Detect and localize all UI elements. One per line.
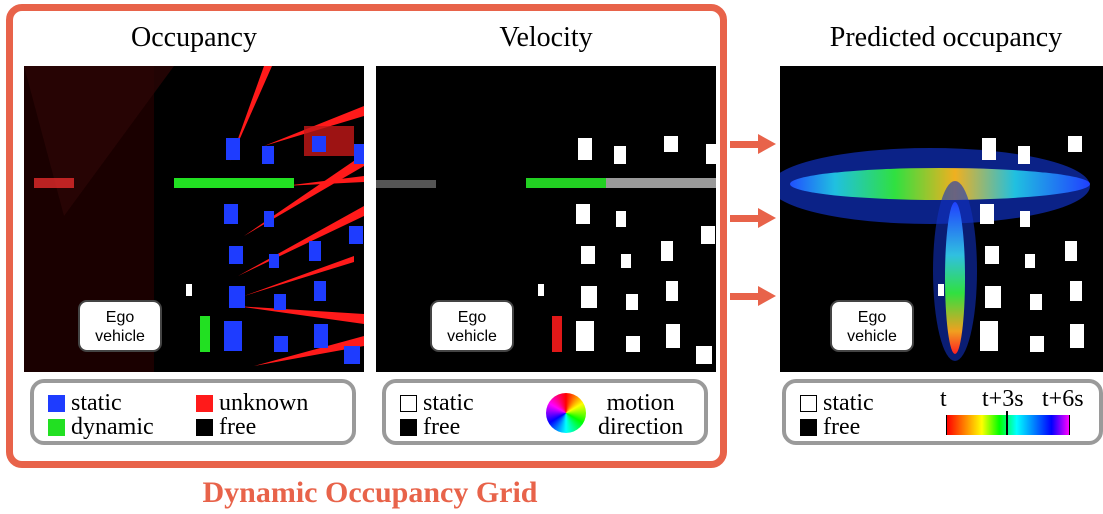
dynamic-swatch (48, 418, 65, 436)
callout-line-2: vehicle (447, 328, 497, 345)
predicted-legend: static free t t+3s t+6s (782, 379, 1103, 445)
legend-static: static (400, 391, 474, 415)
legend-direction-label: direction (598, 414, 684, 440)
occupancy-legend: static dynamic unknown free (30, 379, 356, 445)
occupancy-grid-image (24, 66, 364, 372)
time-label-t: t (940, 386, 947, 412)
legend-static-label: static (71, 390, 122, 416)
dynamic-occupancy-grid-frame (6, 4, 727, 468)
legend-motion-label: motion (606, 390, 675, 416)
time-label-t3: t+3s (982, 386, 1024, 412)
legend-free: free (400, 415, 460, 439)
legend-free-label: free (823, 414, 861, 440)
callout-line-2: vehicle (95, 328, 145, 345)
legend-free-label: free (423, 414, 461, 440)
legend-motion-direction: motion direction (598, 391, 683, 439)
callout-line-1: Ego (457, 309, 487, 326)
ego-vehicle-callout-predicted: Ego vehicle (830, 300, 914, 352)
callout-line-2: vehicle (847, 328, 897, 345)
callout-line-1: Ego (105, 309, 135, 326)
predicted-occupancy-image (780, 66, 1103, 372)
legend-dynamic-label: dynamic (71, 414, 154, 440)
legend-static-label: static (423, 390, 474, 416)
velocity-legend: static free motion direction (382, 379, 708, 445)
free-swatch (400, 418, 417, 436)
static-swatch (48, 394, 65, 412)
static-swatch (800, 394, 817, 412)
time-colorbar (946, 415, 1070, 435)
velocity-grid-image (376, 66, 716, 372)
arrow-icon (730, 134, 776, 154)
predicted-occupancy-title: Predicted occupancy (829, 22, 1063, 53)
legend-dynamic: dynamic (48, 415, 154, 439)
legend-unknown-label: unknown (219, 390, 309, 416)
arrow-icon (730, 286, 776, 306)
legend-free: free (800, 415, 860, 439)
dynamic-occupancy-grid-caption: Dynamic Occupancy Grid (202, 476, 538, 509)
free-swatch (800, 418, 817, 436)
arrow-icon (730, 208, 776, 228)
free-swatch (196, 418, 213, 436)
legend-unknown: unknown (196, 391, 308, 415)
ego-vehicle-callout-occupancy: Ego vehicle (78, 300, 162, 352)
velocity-title: Velocity (499, 22, 593, 53)
legend-static-label: static (823, 390, 874, 416)
legend-static: static (48, 391, 122, 415)
callout-line-1: Ego (857, 309, 887, 326)
ego-vehicle-callout-velocity: Ego vehicle (430, 300, 514, 352)
motion-direction-wheel-icon (546, 393, 586, 433)
occupancy-title: Occupancy (131, 22, 257, 53)
colorbar-tick (1006, 411, 1008, 435)
legend-free: free (196, 415, 256, 439)
unknown-swatch (196, 394, 213, 412)
legend-static: static (800, 391, 874, 415)
time-label-t6: t+6s (1042, 386, 1084, 412)
legend-free-label: free (219, 414, 257, 440)
static-swatch (400, 394, 417, 412)
